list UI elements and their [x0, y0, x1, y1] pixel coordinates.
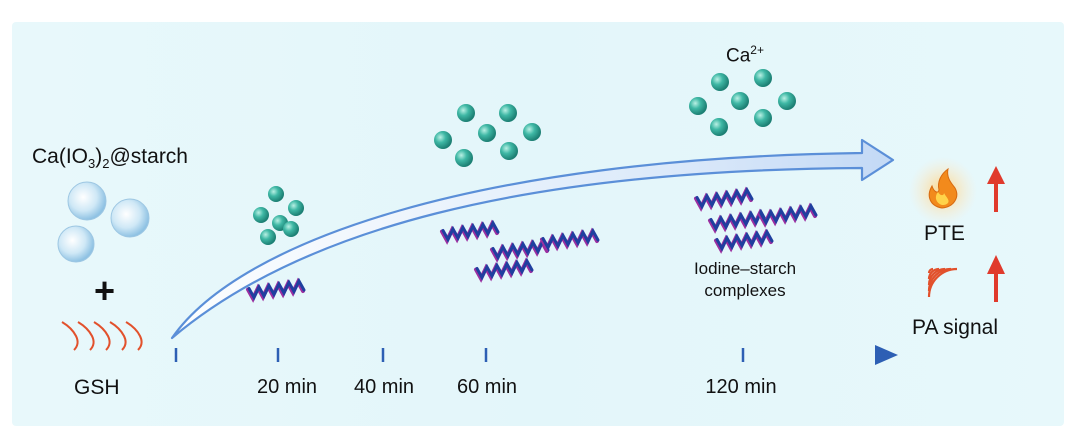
- helix: [709, 208, 768, 232]
- ca-ion-cluster-60min: [434, 104, 541, 167]
- pa-signal-label: PA signal: [912, 316, 998, 339]
- complex-label: Iodine–starch complexes: [672, 258, 818, 302]
- increase-arrow-pa: [987, 255, 1005, 302]
- helix: [715, 228, 774, 252]
- tick-label-20: 20 min: [256, 376, 318, 398]
- ca-ion: [455, 149, 473, 167]
- ca-ion: [523, 123, 541, 141]
- ca-ion: [457, 104, 475, 122]
- helix: [491, 237, 550, 261]
- ca-ion: [754, 109, 772, 127]
- helix: [475, 257, 534, 281]
- ca-ion: [288, 200, 304, 216]
- ca-ion-cluster-20min: [253, 186, 304, 245]
- ca-ion: [754, 69, 772, 87]
- helix: [695, 186, 754, 210]
- reagent-label: Ca(IO3)2@starch: [32, 145, 188, 172]
- timeline-ticks: [174, 348, 745, 362]
- ca-ion: [710, 118, 728, 136]
- ca-ion: [689, 97, 707, 115]
- ca-ion: [268, 186, 284, 202]
- increase-arrow-pte: [987, 166, 1005, 212]
- ca-ion-label: Ca2+: [726, 43, 764, 67]
- ca-ion: [500, 142, 518, 160]
- complex-label-line2: complexes: [704, 281, 786, 300]
- tick-label-60: 60 min: [456, 376, 518, 398]
- helix: [441, 219, 500, 243]
- pa-signal-icon: [927, 267, 958, 298]
- ca-ion: [253, 207, 269, 223]
- helix: [247, 277, 306, 301]
- ca-ion: [434, 131, 452, 149]
- ca-ion: [711, 73, 729, 91]
- complex-label-line1: Iodine–starch: [693, 259, 797, 278]
- pte-indicator: [909, 157, 977, 225]
- reaction-progress-arrow: [170, 138, 895, 340]
- timeline-arrowhead: [875, 345, 898, 365]
- gsh-label: GSH: [74, 376, 120, 399]
- helix: [759, 202, 818, 226]
- nanoparticle: [67, 181, 107, 221]
- ca-ion: [499, 104, 517, 122]
- ca-ion: [260, 229, 276, 245]
- ca-ion: [478, 124, 496, 142]
- helix: [541, 227, 600, 251]
- nanoparticle: [57, 225, 95, 263]
- ca-ion-cluster-120min: [689, 69, 796, 136]
- nanoparticle-group: [57, 181, 150, 263]
- iodine-starch-helices: [246, 186, 818, 303]
- tick-label-120: 120 min: [705, 376, 777, 398]
- plus-sign: +: [94, 270, 116, 311]
- ca-ion: [731, 92, 749, 110]
- gsh-icon: [61, 321, 143, 351]
- pte-label: PTE: [924, 222, 965, 245]
- tick-label-40: 40 min: [353, 376, 415, 398]
- nanoparticle: [110, 198, 150, 238]
- ca-ion: [778, 92, 796, 110]
- ca-ion: [283, 221, 299, 237]
